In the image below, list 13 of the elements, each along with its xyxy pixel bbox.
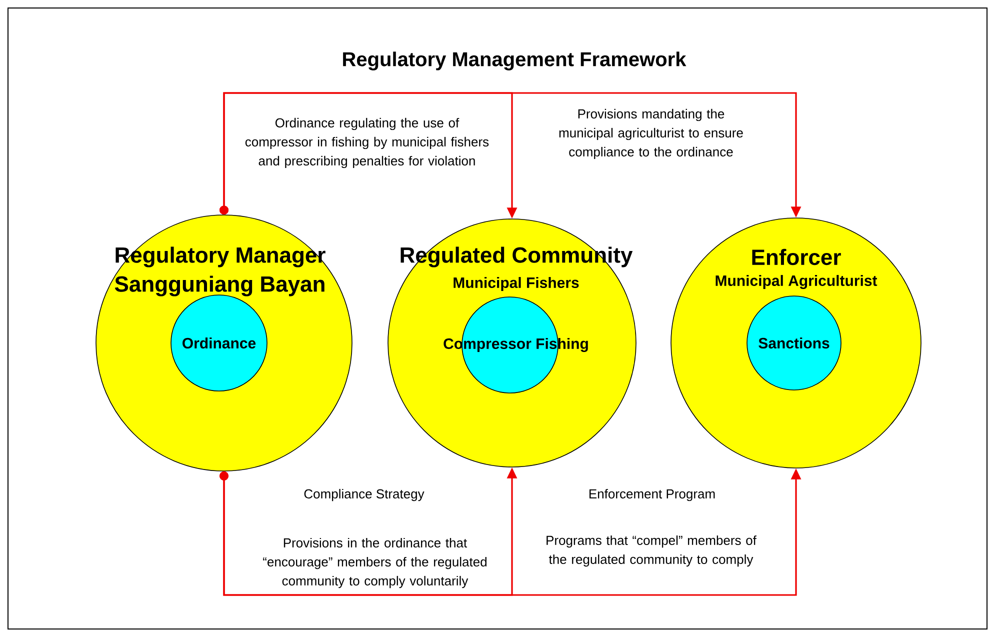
title: Regulatory Management Framework xyxy=(343,52,686,70)
annotation-text: Provisions in the ordinance that “encourage” members of the regulated community to comply voluntarily xyxy=(263,538,486,588)
role-subtitle: Municipal Fishers xyxy=(454,277,579,291)
annotation-text: Programs that “compel” members of the regulated community to comply xyxy=(546,535,756,567)
role-heading: Enforcer xyxy=(752,248,841,266)
circle-label: Ordinance xyxy=(182,338,256,348)
annotation-text: Provisions mandating the municipal agriculturist to ensure compliance to the ordinance xyxy=(559,108,743,160)
annotation-text: Ordinance regulating the use of compressor in fishing by municipal fishers and prescribing penalties for violation xyxy=(245,118,489,168)
circle-label: Sanctions xyxy=(758,338,830,348)
annotation-text: Compliance Strategy xyxy=(304,488,424,502)
annotation-text: Enforcement Program xyxy=(590,488,715,502)
role-subtitle: Municipal Agriculturist xyxy=(716,274,878,290)
role-subtitle: Sangguniang Bayan xyxy=(114,276,324,296)
